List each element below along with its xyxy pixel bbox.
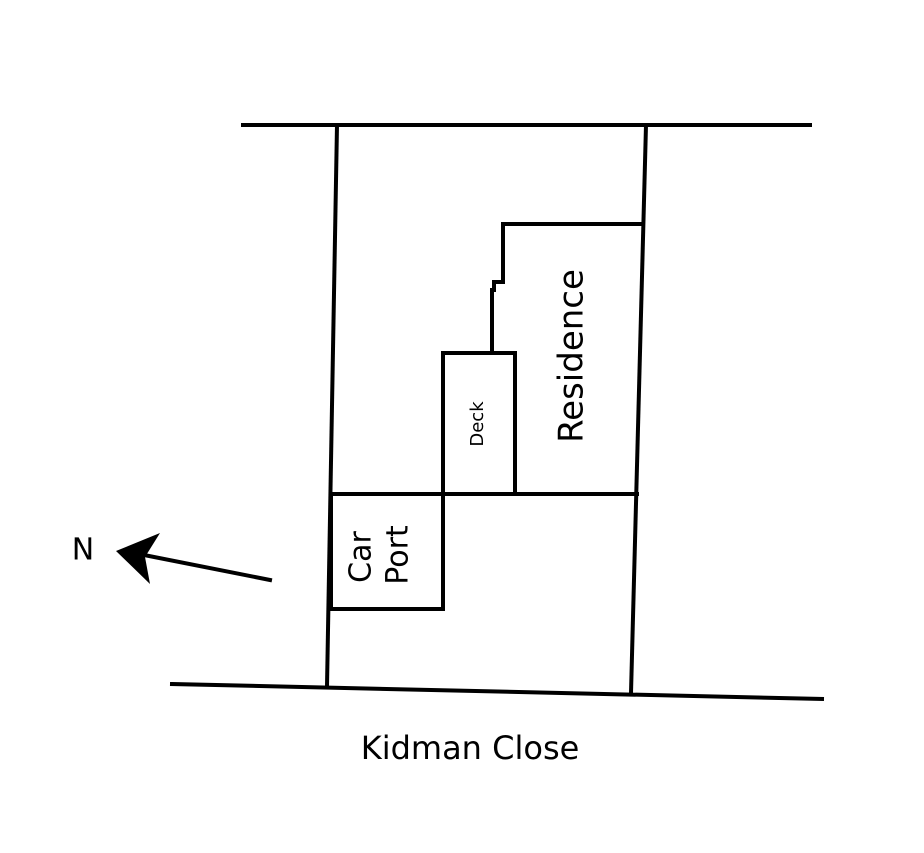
carport-label-line1: Car (344, 531, 379, 583)
deck-outline (441, 351, 517, 496)
street-name-label: Kidman Close (361, 729, 580, 767)
north-arrow-shaft (131, 550, 273, 583)
front-boundary-line (169, 681, 825, 702)
carport-outline (329, 492, 445, 611)
left-side-boundary-line (324, 122, 340, 689)
carport-label-line2: Port (381, 525, 416, 585)
north-arrow (116, 533, 273, 584)
residence-outline (490, 222, 643, 355)
deck-label: Deck (467, 401, 488, 447)
north-label: N (72, 533, 94, 568)
north-arrow-head (116, 533, 160, 584)
residence-label: Residence (552, 269, 592, 443)
right-side-boundary-line (628, 122, 649, 696)
